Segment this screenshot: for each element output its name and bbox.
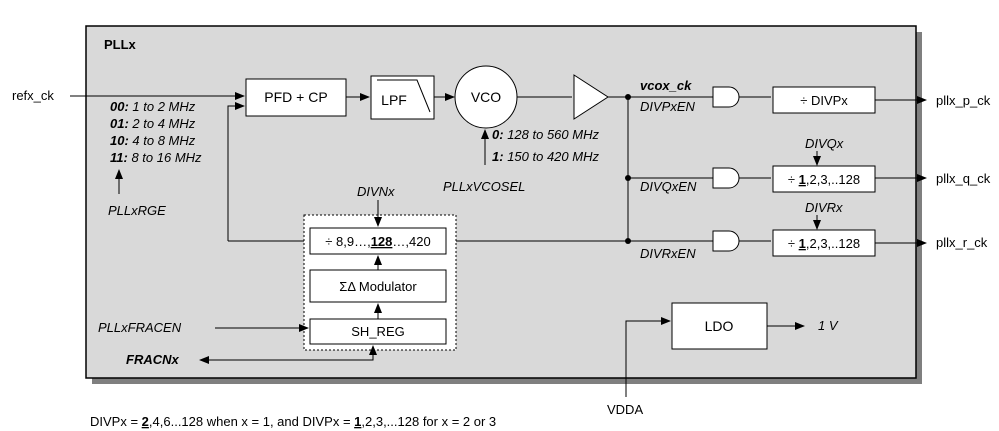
divpxen-label: DIVPxEN [640,99,696,114]
feedback-path [227,102,245,241]
rge-option-00: 00: 1 to 2 MHz [110,99,196,114]
rge-option-11: 11: 8 to 16 MHz [110,150,202,165]
divnx-label: DIVNx [357,184,395,199]
sigma-delta-label: ΣΔ Modulator [339,279,417,294]
vdda-path [625,317,671,397]
vdda-label: VDDA [607,402,643,417]
sh-reg-label: SH_REG [351,324,404,339]
pllx-p-ck-label: pllx_p_ck [936,93,991,108]
pllxfracen-label: PLLxFRACEN [98,320,182,335]
divn-block [309,227,447,255]
rge-option-10: 10: 4 to 8 MHz [110,133,196,148]
divq-and-gate-icon [712,167,740,189]
vco-label: VCO [471,89,501,105]
divr-label: ÷ 1,2,3,..128 [788,236,860,251]
vcox-ck-label: vcox_ck [640,78,692,93]
divp-and-gate-icon [712,86,740,108]
divrxen-label: DIVRxEN [640,246,696,261]
lowpass-response-icon [377,79,431,113]
divr-block [772,229,876,257]
divqx-label: DIVQx [805,136,844,151]
vcosel-option-1: 1: 150 to 420 MHz [492,149,599,164]
pfd-cp-block [245,78,347,117]
footnote: DIVPx = 2,4,6...128 when x = 1, and DIVP… [90,414,496,429]
pllxvcosel-label: PLLxVCOSEL [443,179,525,194]
fracnx-path [199,345,377,364]
vco-buffer-icon [573,74,609,120]
ldo-block [671,302,768,350]
divrx-label: DIVRx [805,200,843,215]
ldo-label: LDO [705,318,734,334]
divn-label: ÷ 8,9…,128…,420 [325,234,430,249]
vcosel-option-0: 0: 128 to 560 MHz [492,127,599,142]
sigma-delta-block [309,269,447,303]
rge-options: 00: 1 to 2 MHz 01: 2 to 4 MHz 10: 4 to 8… [110,99,202,165]
divp-block [772,86,876,114]
ldo-output-label: 1 V [818,318,839,333]
sh-reg-block [309,318,447,345]
lpf-label: LPF [381,92,407,108]
divq-block [772,165,876,193]
block-title: PLLx [104,37,137,52]
pllx-q-ck-label: pllx_q_ck [936,171,991,186]
fracnx-label: FRACNx [126,352,179,367]
divp-label: ÷ DIVPx [800,93,848,108]
pllxrge-label: PLLxRGE [108,203,166,218]
rge-option-01: 01: 2 to 4 MHz [110,116,196,131]
refx-ck-label: refx_ck [12,88,54,103]
divq-label: ÷ 1,2,3,..128 [788,172,860,187]
lpf-block [370,75,435,120]
pfd-cp-label: PFD + CP [264,89,327,105]
divqxen-label: DIVQxEN [640,179,697,194]
pllx-r-ck-label: pllx_r_ck [936,235,988,250]
divr-and-gate-icon [712,230,740,252]
